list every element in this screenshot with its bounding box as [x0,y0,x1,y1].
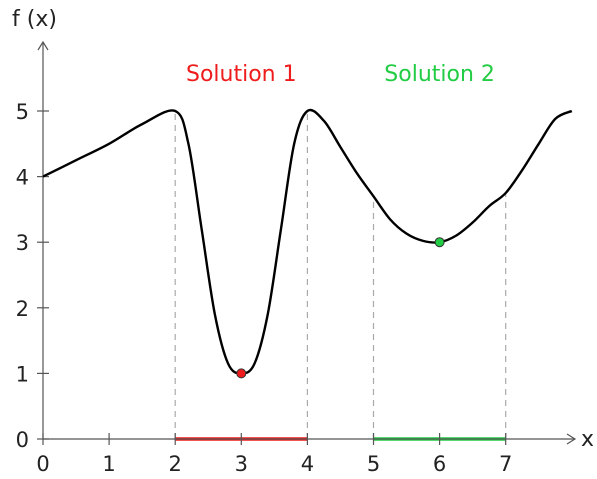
solution-label: Solution 2 [384,62,495,87]
x-tick-label: 0 [36,452,49,476]
x-tick-label: 7 [499,452,512,476]
axes [37,40,577,445]
x-axis-arrow [566,433,577,445]
guide-lines [174,111,507,439]
y-tick-label: 0 [16,428,29,452]
y-tick-label: 5 [16,100,29,124]
minimum-point [236,368,247,379]
series [42,108,573,375]
x-tick-label: 3 [235,452,248,476]
y-tick-label: 2 [16,297,29,321]
x-tick-label: 1 [102,452,115,476]
x-axis-label: x [581,427,594,452]
y-axis-arrow [37,40,49,51]
y-tick-label: 4 [16,166,29,190]
y-tick-label: 1 [16,362,29,386]
y-axis-label: f (x) [12,7,57,32]
x-tick-label: 6 [433,452,446,476]
function-curve [42,108,573,375]
minimum-point [434,237,445,248]
x-tick-label: 4 [301,452,314,476]
solution-label: Solution 1 [186,62,297,87]
minima-points [236,237,445,379]
x-tick-label: 5 [367,452,380,476]
x-tick-label: 2 [169,452,182,476]
y-tick-label: 3 [16,231,29,255]
annotations: Solution 1 Solution 2 [186,62,495,87]
ticks: 0 1 2 3 4 5 6 7 0 1 2 3 4 5 [16,100,513,476]
